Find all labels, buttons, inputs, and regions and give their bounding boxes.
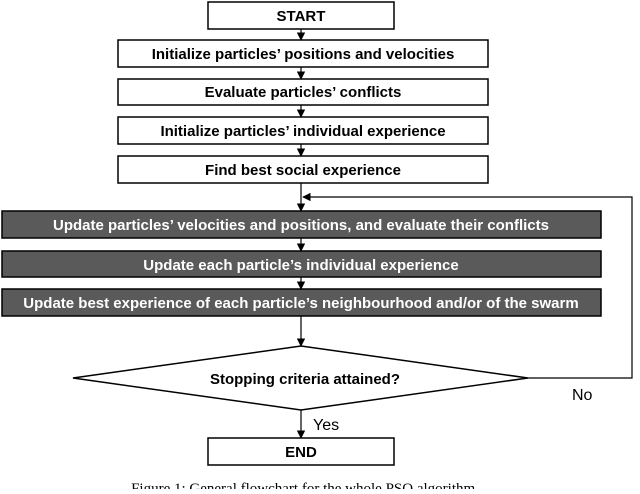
step-init-positions-label: Initialize particles’ positions and velo… bbox=[152, 46, 455, 63]
start-box bbox=[207, 1, 395, 30]
step-evaluate-box bbox=[117, 78, 489, 106]
start-label: START bbox=[277, 8, 326, 25]
loop-individual-experience-box bbox=[1, 250, 602, 278]
no-label: No bbox=[572, 387, 593, 404]
step-init-positions-box bbox=[117, 39, 489, 68]
loop-individual-experience-label: Update each particle’s individual experi… bbox=[143, 257, 458, 274]
end-label: END bbox=[285, 444, 317, 461]
loop-update-velocities-label: Update particles’ velocities and positio… bbox=[53, 217, 549, 234]
loop-best-experience-box bbox=[1, 288, 602, 317]
step-init-experience-label: Initialize particles’ individual experie… bbox=[160, 123, 445, 140]
step-init-experience-box bbox=[117, 116, 489, 145]
yes-label: Yes bbox=[313, 417, 339, 434]
loop-best-experience-label: Update best experience of each particle’… bbox=[23, 295, 578, 312]
step-social-box bbox=[117, 155, 489, 184]
step-evaluate-label: Evaluate particles’ conflicts bbox=[205, 84, 402, 101]
decision-label: Stopping criteria attained? bbox=[210, 371, 400, 388]
figure-caption: Figure 1: General flowchart for the whol… bbox=[131, 481, 479, 489]
end-box bbox=[207, 437, 395, 466]
step-social-label: Find best social experience bbox=[205, 162, 401, 179]
no-loopback-path bbox=[302, 192, 633, 379]
loop-update-velocities-box bbox=[1, 210, 602, 239]
